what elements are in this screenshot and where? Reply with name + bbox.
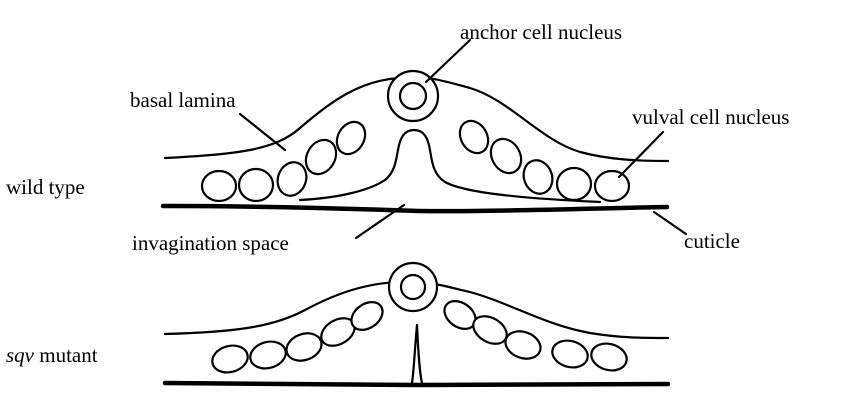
wild-type-cuticle bbox=[163, 206, 667, 211]
sqv-right-nucleus-5 bbox=[588, 340, 630, 374]
cuticle-leader bbox=[654, 212, 686, 234]
label-sqv-mutant: sqv mutant bbox=[6, 343, 98, 367]
label-invagination-space: invagination space bbox=[132, 231, 289, 255]
anchor-cell-leader bbox=[426, 40, 470, 82]
wild-type-right-nucleus-2 bbox=[485, 133, 527, 178]
label-sqv-italic: sqv bbox=[6, 343, 35, 367]
wild-type-right-nucleus-4 bbox=[557, 168, 591, 200]
sqv-left-nucleus-1 bbox=[209, 342, 251, 376]
sqv-left-nucleus-2 bbox=[247, 338, 289, 372]
vulval-cell-leader bbox=[619, 132, 663, 177]
label-cuticle: cuticle bbox=[684, 229, 740, 253]
label-vulval-cell-nucleus: vulval cell nucleus bbox=[632, 105, 789, 129]
wild-type-left-nucleus-2 bbox=[239, 169, 273, 201]
wild-type-right-nucleus-3 bbox=[519, 156, 557, 198]
label-wild-type: wild type bbox=[6, 175, 85, 199]
sqv-narrow-invagination bbox=[412, 325, 422, 383]
wild-type-right-nucleus-5 bbox=[595, 171, 629, 201]
wild-type-panel bbox=[163, 40, 686, 238]
label-anchor-cell-nucleus: anchor cell nucleus bbox=[460, 20, 622, 44]
sqv-right-nucleus-3 bbox=[502, 327, 545, 364]
sqv-left-nucleus-3 bbox=[283, 329, 326, 366]
sqv-mutant-panel bbox=[165, 263, 668, 385]
wild-type-anchor-cell-nucleus bbox=[400, 83, 426, 109]
label-basal-lamina: basal lamina bbox=[130, 88, 236, 112]
label-sqv-rest: mutant bbox=[34, 343, 98, 367]
sqv-anchor-cell-nucleus bbox=[401, 275, 425, 299]
sqv-cuticle bbox=[165, 383, 668, 385]
wild-type-right-nucleus-1 bbox=[454, 116, 494, 158]
basal-lamina-leader bbox=[240, 114, 285, 150]
sqv-right-nucleus-4 bbox=[549, 337, 591, 371]
wild-type-left-nucleus-1 bbox=[202, 171, 236, 201]
